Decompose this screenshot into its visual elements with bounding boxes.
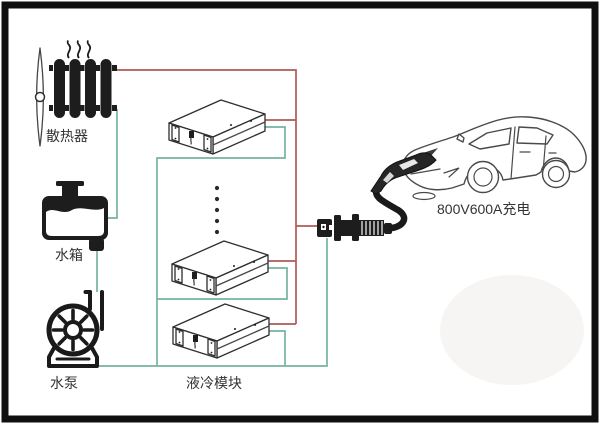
pipe-module3-return — [269, 330, 286, 366]
pipe-module2-return — [157, 267, 288, 300]
connector-ribs — [361, 221, 383, 235]
car-rear-window — [516, 126, 554, 145]
pipe-module1-return — [156, 126, 286, 366]
cooling-module-label: 液冷模块 — [186, 375, 242, 391]
pump-base — [47, 346, 99, 368]
car-underbody-oval — [412, 191, 436, 201]
cooling-module-2 — [171, 240, 269, 296]
car-front-window — [468, 127, 512, 150]
module-ellipsis — [214, 185, 220, 235]
radiator-label: 散热器 — [46, 128, 88, 144]
tank-outlet — [89, 238, 104, 251]
water-tank: 水箱 — [42, 181, 108, 263]
pump-outlet-pipe — [83, 290, 104, 331]
fan-hub — [34, 91, 46, 103]
hot-coolant-lines — [116, 69, 317, 325]
front-wheel — [466, 160, 500, 194]
water-pump: 水泵 — [46, 290, 104, 391]
radiator-coils — [49, 59, 117, 118]
tank-water-level — [46, 208, 104, 236]
water-tank-label: 水箱 — [55, 247, 83, 263]
pump-volute — [46, 303, 100, 357]
pump-impeller-icon — [51, 308, 95, 352]
charging-gun — [370, 152, 437, 195]
liquid-cooled-cable-connector — [317, 214, 392, 241]
tank-cap-neck — [62, 185, 78, 198]
car-door-lines — [510, 126, 557, 180]
cool-coolant-lines — [96, 109, 328, 367]
pipe-radiator-to-tank — [108, 109, 118, 219]
car-mirror — [456, 133, 465, 143]
charging-spec-label: 800V600A充电 — [437, 201, 530, 217]
pipe-pump-to-cable — [97, 238, 328, 367]
fan-blade-icon — [35, 47, 45, 147]
heat-waves-icon — [66, 39, 92, 59]
pipe-radiator-trunk — [116, 69, 297, 324]
radiator: 散热器 — [34, 39, 117, 147]
water-pump-label: 水泵 — [50, 375, 78, 391]
paper-smudge — [440, 275, 584, 385]
cooling-module-3 — [172, 303, 270, 359]
rear-wheel — [541, 159, 571, 189]
cooling-module-1 — [168, 99, 266, 155]
tank-cap — [56, 181, 84, 186]
